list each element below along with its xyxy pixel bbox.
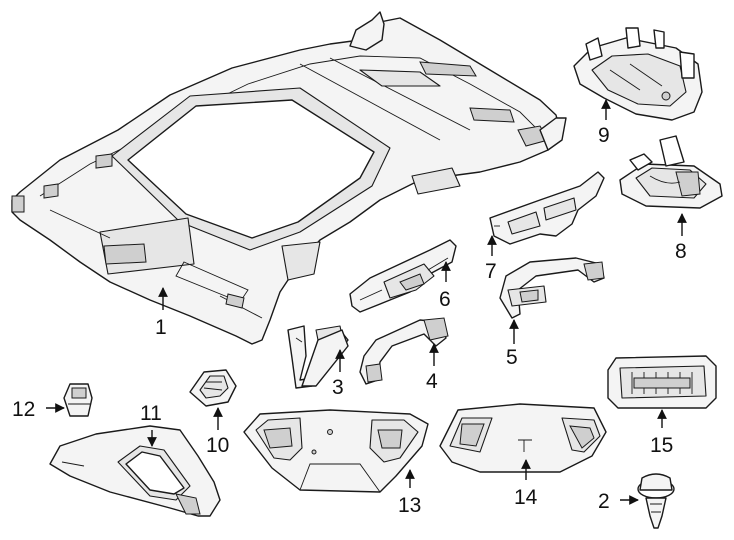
callout-6: 6 [439, 288, 451, 311]
callout-11: 11 [140, 402, 162, 425]
clip-part [637, 473, 675, 529]
callout-labels: 1 2 3 4 5 6 7 8 9 10 11 12 13 14 15 [12, 124, 687, 517]
callout-4: 4 [426, 370, 438, 393]
callout-9: 9 [598, 124, 610, 147]
callout-5: 5 [506, 346, 518, 369]
callout-7: 7 [485, 260, 497, 283]
callout-14: 14 [514, 486, 538, 509]
mounting-rail-part [349, 239, 457, 313]
switch-part [63, 383, 93, 417]
lamp-handle-part [499, 257, 605, 319]
leader-lines [46, 99, 687, 505]
headliner-part [11, 11, 567, 345]
console-housing-part [573, 27, 703, 121]
lamp-base-part [619, 135, 723, 209]
callout-8: 8 [675, 240, 687, 263]
grab-handle-part [359, 317, 449, 385]
sensor-cover-part [189, 369, 237, 407]
rear-lamp-cover-part [439, 403, 607, 473]
callout-13: 13 [398, 494, 421, 517]
callout-15: 15 [650, 434, 673, 457]
sun-visor-part [49, 425, 221, 517]
handle-bracket-part [287, 325, 349, 389]
callout-10: 10 [206, 434, 229, 457]
console-bracket-part [489, 171, 605, 245]
callout-1: 1 [155, 316, 167, 339]
callout-12: 12 [12, 398, 35, 421]
front-lamp-cover-part [243, 409, 429, 493]
callout-3: 3 [332, 376, 344, 399]
callout-2: 2 [598, 490, 610, 513]
vent-grille-part [607, 355, 717, 409]
